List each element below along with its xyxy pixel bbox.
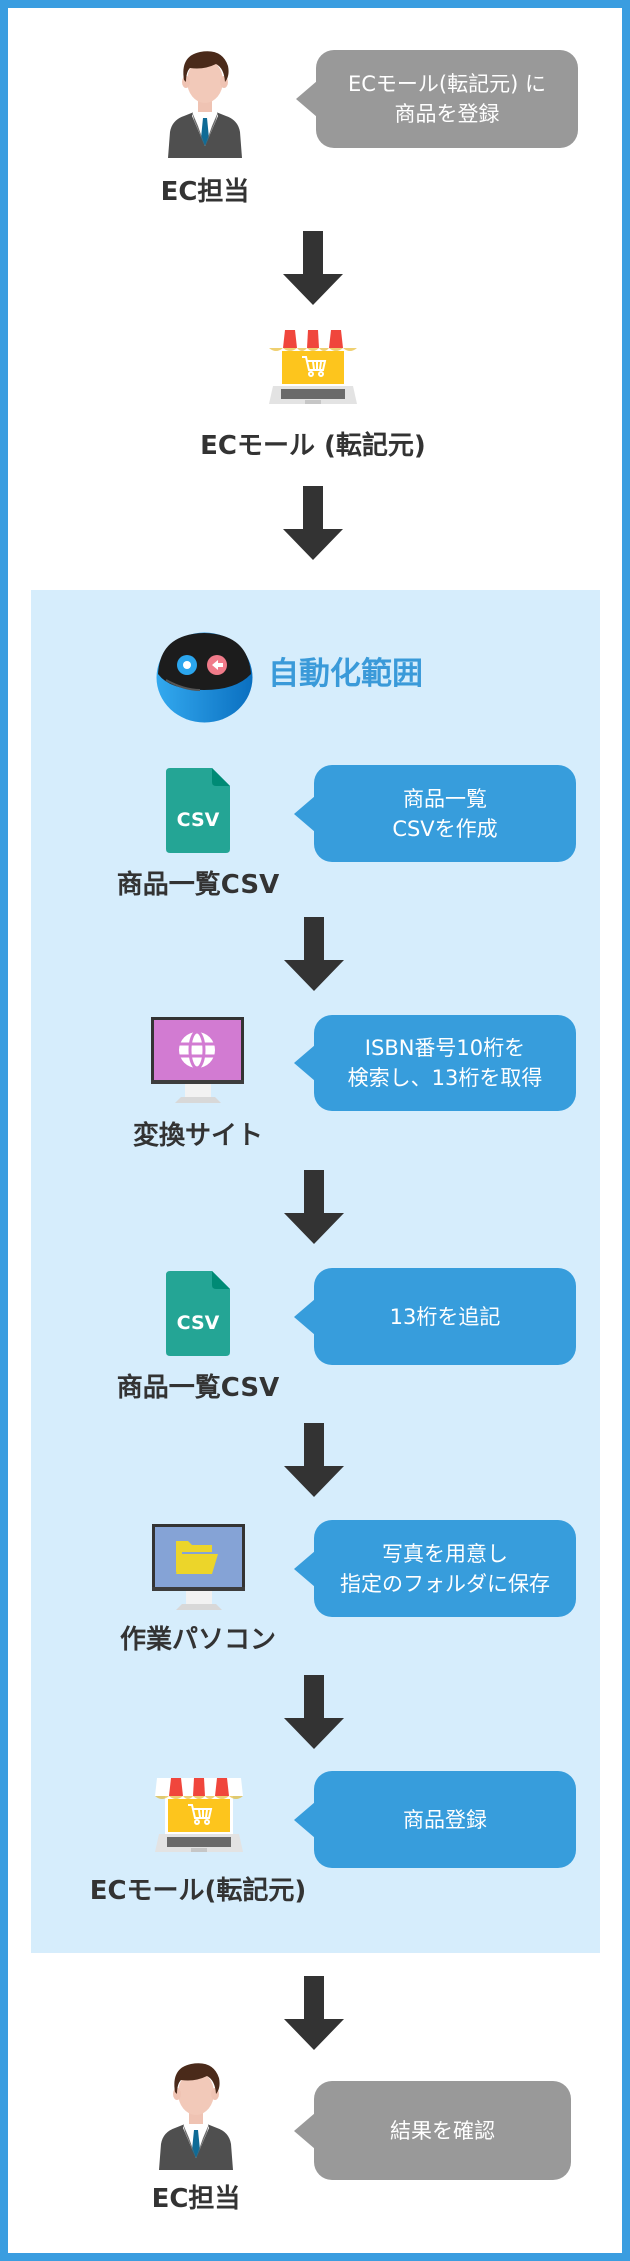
arrow-down-icon: [283, 486, 343, 560]
arrow-down-icon: [284, 1675, 344, 1749]
step-label: EC担当: [151, 2184, 241, 2214]
speech-bubble: 商品登録: [294, 1771, 576, 1868]
svg-text:CSV: CSV: [177, 1312, 220, 1334]
step-label: EC担当: [160, 177, 250, 207]
csv-file-icon: CSV: [166, 768, 230, 853]
speech-bubble: ECモール(転記元) に 商品を登録: [296, 50, 578, 148]
person-icon: [164, 46, 246, 160]
speech-bubble: 商品一覧 CSVを作成: [294, 765, 576, 862]
step-label: ECモール(転記元): [89, 1876, 307, 1906]
speech-bubble: 結果を確認: [294, 2081, 571, 2180]
robot-icon: [156, 632, 253, 723]
csv-file-icon: CSV: [166, 1271, 230, 1356]
svg-text:CSV: CSV: [177, 809, 220, 831]
automation-scope-title: 自動化範囲: [268, 656, 423, 692]
arrow-down-icon: [284, 1423, 344, 1497]
step-label: 商品一覧CSV: [116, 1373, 280, 1403]
step-label: 作業パソコン: [119, 1625, 276, 1655]
online-store-icon: [155, 1778, 243, 1856]
arrow-down-icon: [284, 1976, 344, 2050]
speech-bubble: 写真を用意し 指定のフォルダに保存: [294, 1520, 576, 1617]
folder-monitor-icon: [152, 1524, 245, 1611]
arrow-down-icon: [284, 1170, 344, 1244]
speech-bubble: 13桁を追記: [294, 1268, 576, 1365]
person-icon: [155, 2058, 237, 2172]
step-label: 商品一覧CSV: [116, 870, 280, 900]
step-label: ECモール (転記元): [200, 431, 426, 461]
arrow-down-icon: [283, 231, 343, 305]
arrow-down-icon: [284, 917, 344, 991]
speech-bubble: ISBN番号10桁を 検索し、13桁を取得: [294, 1015, 576, 1111]
step-label: 変換サイト: [132, 1121, 263, 1151]
globe-monitor-icon: [151, 1017, 244, 1104]
online-store-icon: [269, 330, 357, 408]
